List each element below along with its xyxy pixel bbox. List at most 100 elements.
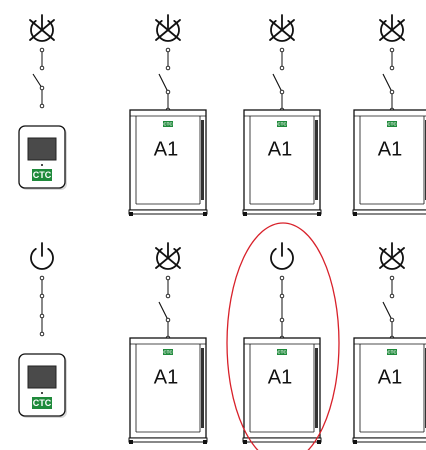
row2-unit3-contact-b [389,317,395,323]
row1-unit1-switch-blade [158,73,169,93]
row1-controller-contact-b [39,85,45,91]
row1-unit2-contact-top [279,47,285,53]
row2-unit1-plinth [128,437,208,443]
row2-controller-contact-bottom [39,331,45,337]
row2-unit1-foot-left [129,440,133,444]
row1-unit1-contact-a [165,65,171,71]
row1-unit2-side-bar [315,120,318,200]
row1-unit2-foot-left [243,212,247,216]
row2-unit1-power-disabled-icon [155,242,181,270]
row2-controller: CTC [18,353,67,418]
row1-unit3-power-arc [380,20,404,42]
row1-unit1-logo-text: CTC [163,121,173,126]
row1-unit2-plinth [242,209,322,215]
row1-controller: CTC [18,125,67,190]
row1-unit1-power-disabled-icon [155,14,181,42]
row1-unit2-logo-badge [277,121,287,127]
row1-unit3-contact-b [389,89,395,95]
row2-unit2-switch-closed-icon [279,275,285,341]
row2-unit3-contact-top [389,275,395,281]
row1-unit2-power-arc [270,20,294,42]
row1-unit3-body [353,109,426,211]
row2-unit1-power-arc [156,248,180,270]
row1-controller-contact-top [39,47,45,53]
row1-controller-switch-blade [32,73,43,89]
row2-unit3-power-disabled-icon [379,242,405,270]
row1-unit2-cross-line-b [269,19,295,41]
row1-unit1-contact-b [165,89,171,95]
row2-unit3-logo-badge [387,349,397,355]
row1-unit2-foot-right [317,212,321,216]
row2-unit2-highlight-ellipse [226,222,340,450]
row2-controller-led [41,392,43,394]
row2-unit3-logo-text: CTC [387,349,397,354]
row1-unit2-contact-b [279,89,285,95]
row1-unit2-label: A1 [268,138,292,160]
row1-controller-power-disabled-icon [29,14,55,42]
row2-unit2-plinth [242,437,322,443]
row2-unit1-cross-line-b [155,247,181,269]
row1-controller-cross-line-b [29,19,55,41]
row2-unit2-contact-b [279,317,285,323]
row1-unit1-plinth [128,209,208,215]
row2-unit3-plinth [352,437,426,443]
row1-unit3-contact-top [389,47,395,53]
row2-unit1-foot-right [203,440,207,444]
row2-controller-logo-text: CTC [33,398,52,408]
row1-controller-contact-a [39,65,45,71]
row1-unit1-contact-top [165,47,171,53]
row1-unit3-plinth [352,209,426,215]
row2-controller-contact-b [39,313,45,319]
row1-controller-logo-badge [32,169,52,181]
row2-unit1-contact-a [165,293,171,299]
row2-unit1-switch-blade [158,301,169,321]
row1-unit1-side-bar [201,120,204,200]
row1-unit3-label: A1 [378,138,402,160]
row2-unit3-switch-open-icon [382,275,395,341]
row1-unit2-power-disabled-icon [269,14,295,42]
row1-controller-contact-bottom [39,103,45,109]
row1-unit1-foot-left [129,212,133,216]
row2-controller-contact-a [39,293,45,299]
row2-unit1-contact-b [165,317,171,323]
row2-unit2-label: A1 [268,366,292,388]
row1-unit3-contact-a [389,65,395,71]
row2-controller-screen [27,365,57,389]
row1-unit1-switch-open-icon [158,47,171,113]
row1-unit1-foot-right [203,212,207,216]
row1-controller-switch-open-icon [32,47,45,109]
row2-unit1-contact-top [165,275,171,281]
row2-controller-switch-closed-icon [39,275,45,337]
row1-unit3-foot-left [353,212,357,216]
row2-controller-power-on-icon [30,242,54,270]
row2-unit3-contact-a [389,293,395,299]
row1-unit1-cross-line-b [155,19,181,41]
row2-unit3-cross-line-b [379,247,405,269]
row2-unit2-contact-a [279,293,285,299]
row2-unit2-power-on-icon [270,242,294,270]
row2-unit1-logo-text: CTC [163,349,173,354]
row1-controller-column: CTC [18,14,67,190]
row1-unit2-switch-blade [272,73,283,93]
row1-unit2-contact-a [279,65,285,71]
row2-unit2-side-bar [315,348,318,428]
row2-unit3-switch-blade [382,301,393,321]
row1-unit2-switch-open-icon [272,47,285,113]
row2-unit2-foot-right [317,440,321,444]
row2-unit3-foot-left [353,440,357,444]
row2-controller-column: CTC [18,242,67,418]
row1-unit1-logo-badge [163,121,173,127]
row1-controller-screen [27,137,57,161]
row1-unit3-switch-open-icon [382,47,395,113]
